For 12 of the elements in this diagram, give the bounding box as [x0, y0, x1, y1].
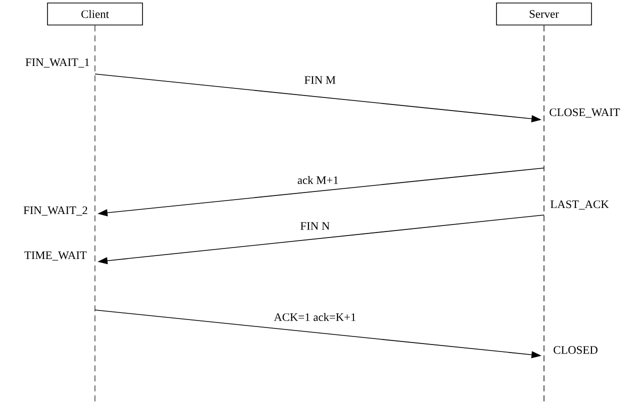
state-label: FIN_WAIT_1 [26, 58, 90, 68]
state-label: LAST_ACK [550, 200, 609, 210]
edge-label: FIN N [300, 222, 330, 230]
state-label: CLOSED [554, 346, 598, 354]
participant-box: Client [47, 2, 143, 26]
state-label: TIME_WAIT [24, 251, 87, 261]
edge-label: ack M+1 [298, 176, 338, 184]
edge-label: ACK=1 ack=K+1 [274, 312, 356, 322]
edge-label: FIN M [304, 76, 336, 84]
state-label: FIN_WAIT_2 [24, 206, 88, 216]
state-label: CLOSE_WAIT [550, 108, 620, 118]
participant-box: Server [496, 2, 592, 26]
